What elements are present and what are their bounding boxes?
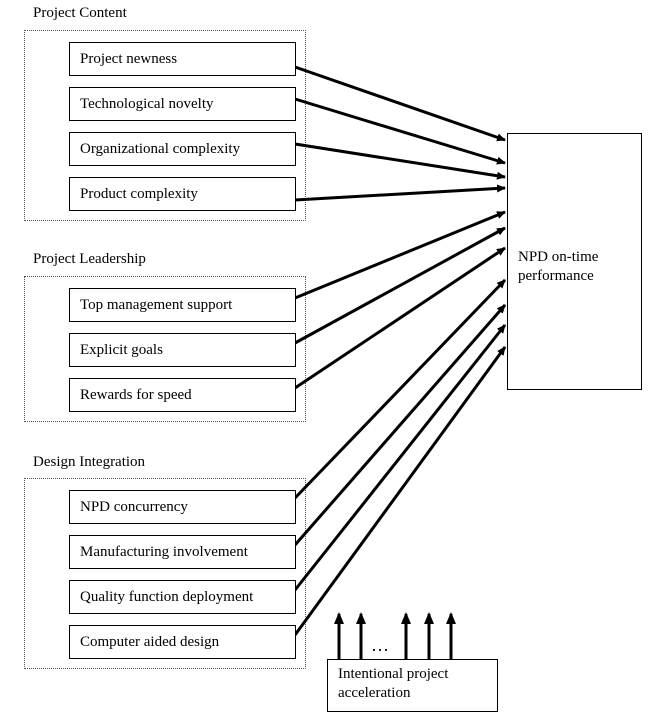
group-title-project-leadership: Project Leadership <box>33 251 146 267</box>
arrow-explicit-goals <box>294 226 506 345</box>
factor-technological-novelty: Technological novelty <box>69 87 296 121</box>
group-box-project-leadership <box>24 276 306 422</box>
acceleration-label-line1: Intentional project <box>338 666 449 682</box>
factor-product-complexity: Product complexity <box>69 177 296 211</box>
group-title-project-content: Project Content <box>33 5 127 21</box>
group-box-design-integration <box>24 478 306 669</box>
arrow-project-newness <box>294 65 506 142</box>
acceleration-ellipsis: … <box>371 635 389 655</box>
factor-rewards-for-speed: Rewards for speed <box>69 378 296 412</box>
factor-npd-concurrency: NPD concurrency <box>69 490 296 524</box>
arrow-rewards-for-speed <box>294 246 506 390</box>
arrow-organizational-complexity <box>294 142 506 180</box>
outcome-label-line2: performance <box>518 268 594 284</box>
factor-top-management-support: Top management support <box>69 288 296 322</box>
group-title-design-integration: Design Integration <box>33 454 146 470</box>
acceleration-label-line2: acceleration <box>338 685 411 701</box>
arrow-top-management-support <box>294 210 506 300</box>
factor-manufacturing-involvement: Manufacturing involvement <box>69 535 296 569</box>
outcome-label-line1: NPD on-time <box>518 249 599 265</box>
factor-quality-function-deployment: Quality function deployment <box>69 580 296 614</box>
arrow-product-complexity <box>294 184 506 202</box>
acceleration-box: Intentional project acceleration <box>327 659 498 712</box>
arrow-computer-aided-design <box>293 346 507 636</box>
factor-explicit-goals: Explicit goals <box>69 333 296 367</box>
factor-organizational-complexity: Organizational complexity <box>69 132 296 166</box>
arrow-quality-function-deployment <box>293 324 507 591</box>
group-box-project-content <box>24 30 306 221</box>
arrow-npd-concurrency <box>293 278 507 500</box>
arrow-manufacturing-involvement <box>293 304 507 546</box>
factor-project-newness: Project newness <box>69 42 296 76</box>
factor-computer-aided-design: Computer aided design <box>69 625 296 659</box>
outcome-box: NPD on-time performance <box>507 133 642 390</box>
arrow-technological-novelty <box>294 97 506 165</box>
